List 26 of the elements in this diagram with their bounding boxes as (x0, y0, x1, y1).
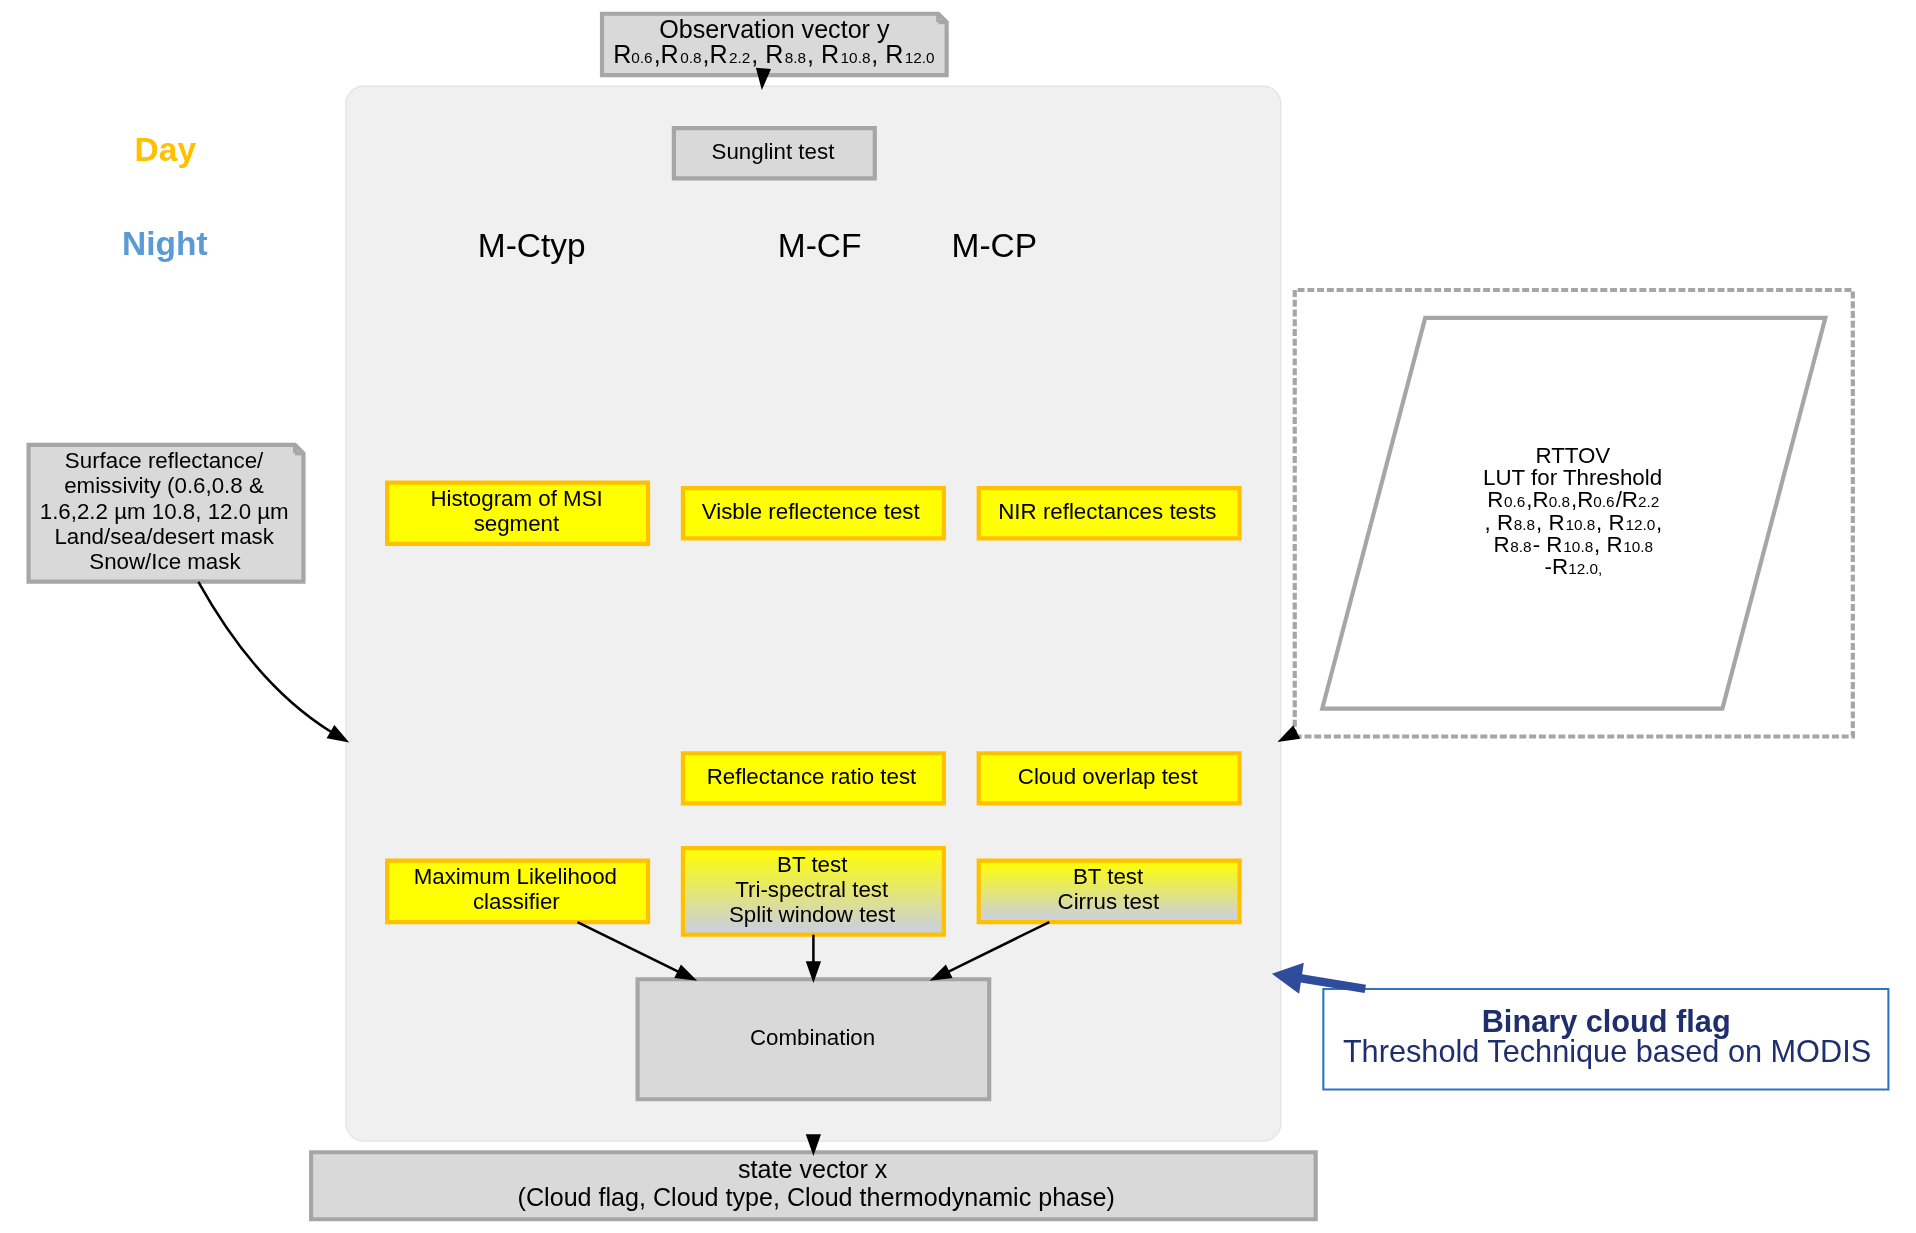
node-box: Binary cloud flag Threshold Technique based on MODIS (1321, 988, 1889, 1091)
node-box: Sunglint test (671, 126, 877, 181)
node-box: BT test Cirrus test (976, 858, 1242, 925)
node-box: Maximum Likelihood classifier (384, 858, 650, 925)
arrow (805, 934, 821, 984)
node-box: Reflectance ratio test (680, 751, 946, 806)
label: Day (134, 130, 196, 168)
arrow (576, 921, 697, 981)
node-box: Combination (635, 977, 991, 1102)
label: M-CF (777, 226, 861, 264)
cluster (344, 85, 1281, 1142)
node-box: NIR reflectances tests (976, 486, 1242, 541)
cluster (1292, 287, 1855, 739)
label: M-Ctyp (477, 226, 586, 264)
arrow (805, 1134, 821, 1156)
node-box: state vector x (Cloud flag, Cloud type, Cloud thermodynamic phase) (308, 1150, 1318, 1222)
node-box: Histogram of MSI segment (384, 480, 650, 547)
node-box: Cloud overlap test (976, 751, 1242, 806)
node-box: BT test Tri-spectral test Split window test (680, 846, 946, 937)
arrow (755, 67, 771, 91)
label: Night (121, 225, 208, 263)
node-box: Visble reflectence test (680, 486, 946, 541)
arrow (1271, 962, 1366, 994)
arrow (196, 581, 349, 743)
arrow (929, 921, 1050, 981)
label: M-CP (951, 226, 1037, 264)
